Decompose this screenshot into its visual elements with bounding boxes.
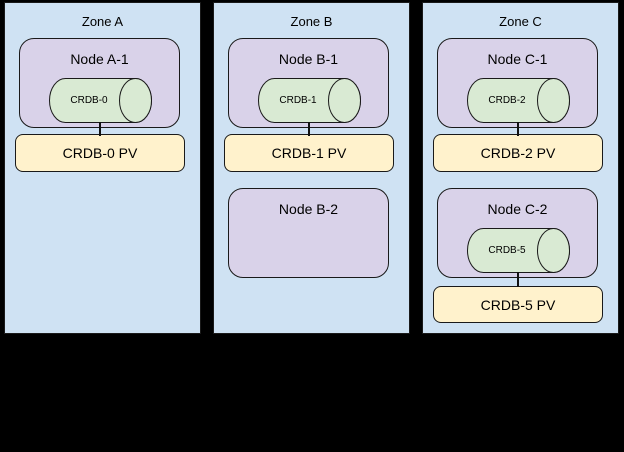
zone-a-label: Zone A [81, 14, 124, 29]
crdb-2-pod-cylinder: CRDB-2 [467, 78, 570, 123]
zone-b-label: Zone B [290, 14, 333, 29]
zone-c: Zone C Node C-1 CRDB-2 CRDB-2 PV Node C-… [422, 2, 619, 334]
zone-b: Zone B Node B-1 CRDB-1 CRDB-1 PV Node B-… [213, 2, 410, 334]
connector-line [517, 122, 519, 136]
database-cylinder-icon [467, 228, 570, 273]
node-a-1-label: Node A-1 [70, 51, 129, 67]
crdb-5-pv-label: CRDB-5 PV [480, 296, 556, 313]
node-b-2-label: Node B-2 [278, 201, 339, 217]
crdb-0-pv-label: CRDB-0 PV [62, 145, 138, 161]
crdb-2-pv-box: CRDB-2 PV [433, 134, 603, 172]
node-c-1-label: Node C-1 [487, 51, 548, 67]
crdb-1-pv-label: CRDB-1 PV [271, 145, 347, 161]
crdb-0-pv-box: CRDB-0 PV [15, 134, 185, 172]
node-b-2: Node B-2 [228, 188, 389, 278]
zone-a: Zone A Node A-1 CRDB-0 CRDB-0 PV [4, 2, 201, 334]
connector-line [99, 122, 101, 136]
crdb-5-pv-box: CRDB-5 PV [433, 286, 603, 323]
crdb-5-pod-cylinder: CRDB-5 [467, 228, 570, 273]
connector-line [308, 122, 310, 136]
crdb-1-pv-box: CRDB-1 PV [224, 134, 394, 172]
crdb-1-pod-label: CRDB-1 [279, 95, 317, 106]
node-c-2: Node C-2 CRDB-5 [437, 188, 598, 278]
crdb-0-pod-cylinder: CRDB-0 [49, 78, 152, 123]
database-cylinder-icon [258, 78, 361, 123]
node-c-1: Node C-1 CRDB-2 [437, 38, 598, 128]
crdb-2-pv-label: CRDB-2 PV [480, 145, 556, 161]
node-a-1: Node A-1 CRDB-0 [19, 38, 180, 128]
crdb-0-pod-label: CRDB-0 [70, 95, 108, 106]
database-cylinder-icon [49, 78, 152, 123]
crdb-1-pod-cylinder: CRDB-1 [258, 78, 361, 123]
database-cylinder-icon [467, 78, 570, 123]
crdb-2-pod-label: CRDB-2 [488, 95, 526, 106]
crdb-5-pod-label: CRDB-5 [488, 245, 526, 256]
connector-line [517, 272, 519, 287]
zone-c-label: Zone C [499, 14, 542, 29]
node-b-1: Node B-1 CRDB-1 [228, 38, 389, 128]
node-c-2-label: Node C-2 [487, 201, 548, 217]
node-b-1-label: Node B-1 [278, 51, 339, 67]
